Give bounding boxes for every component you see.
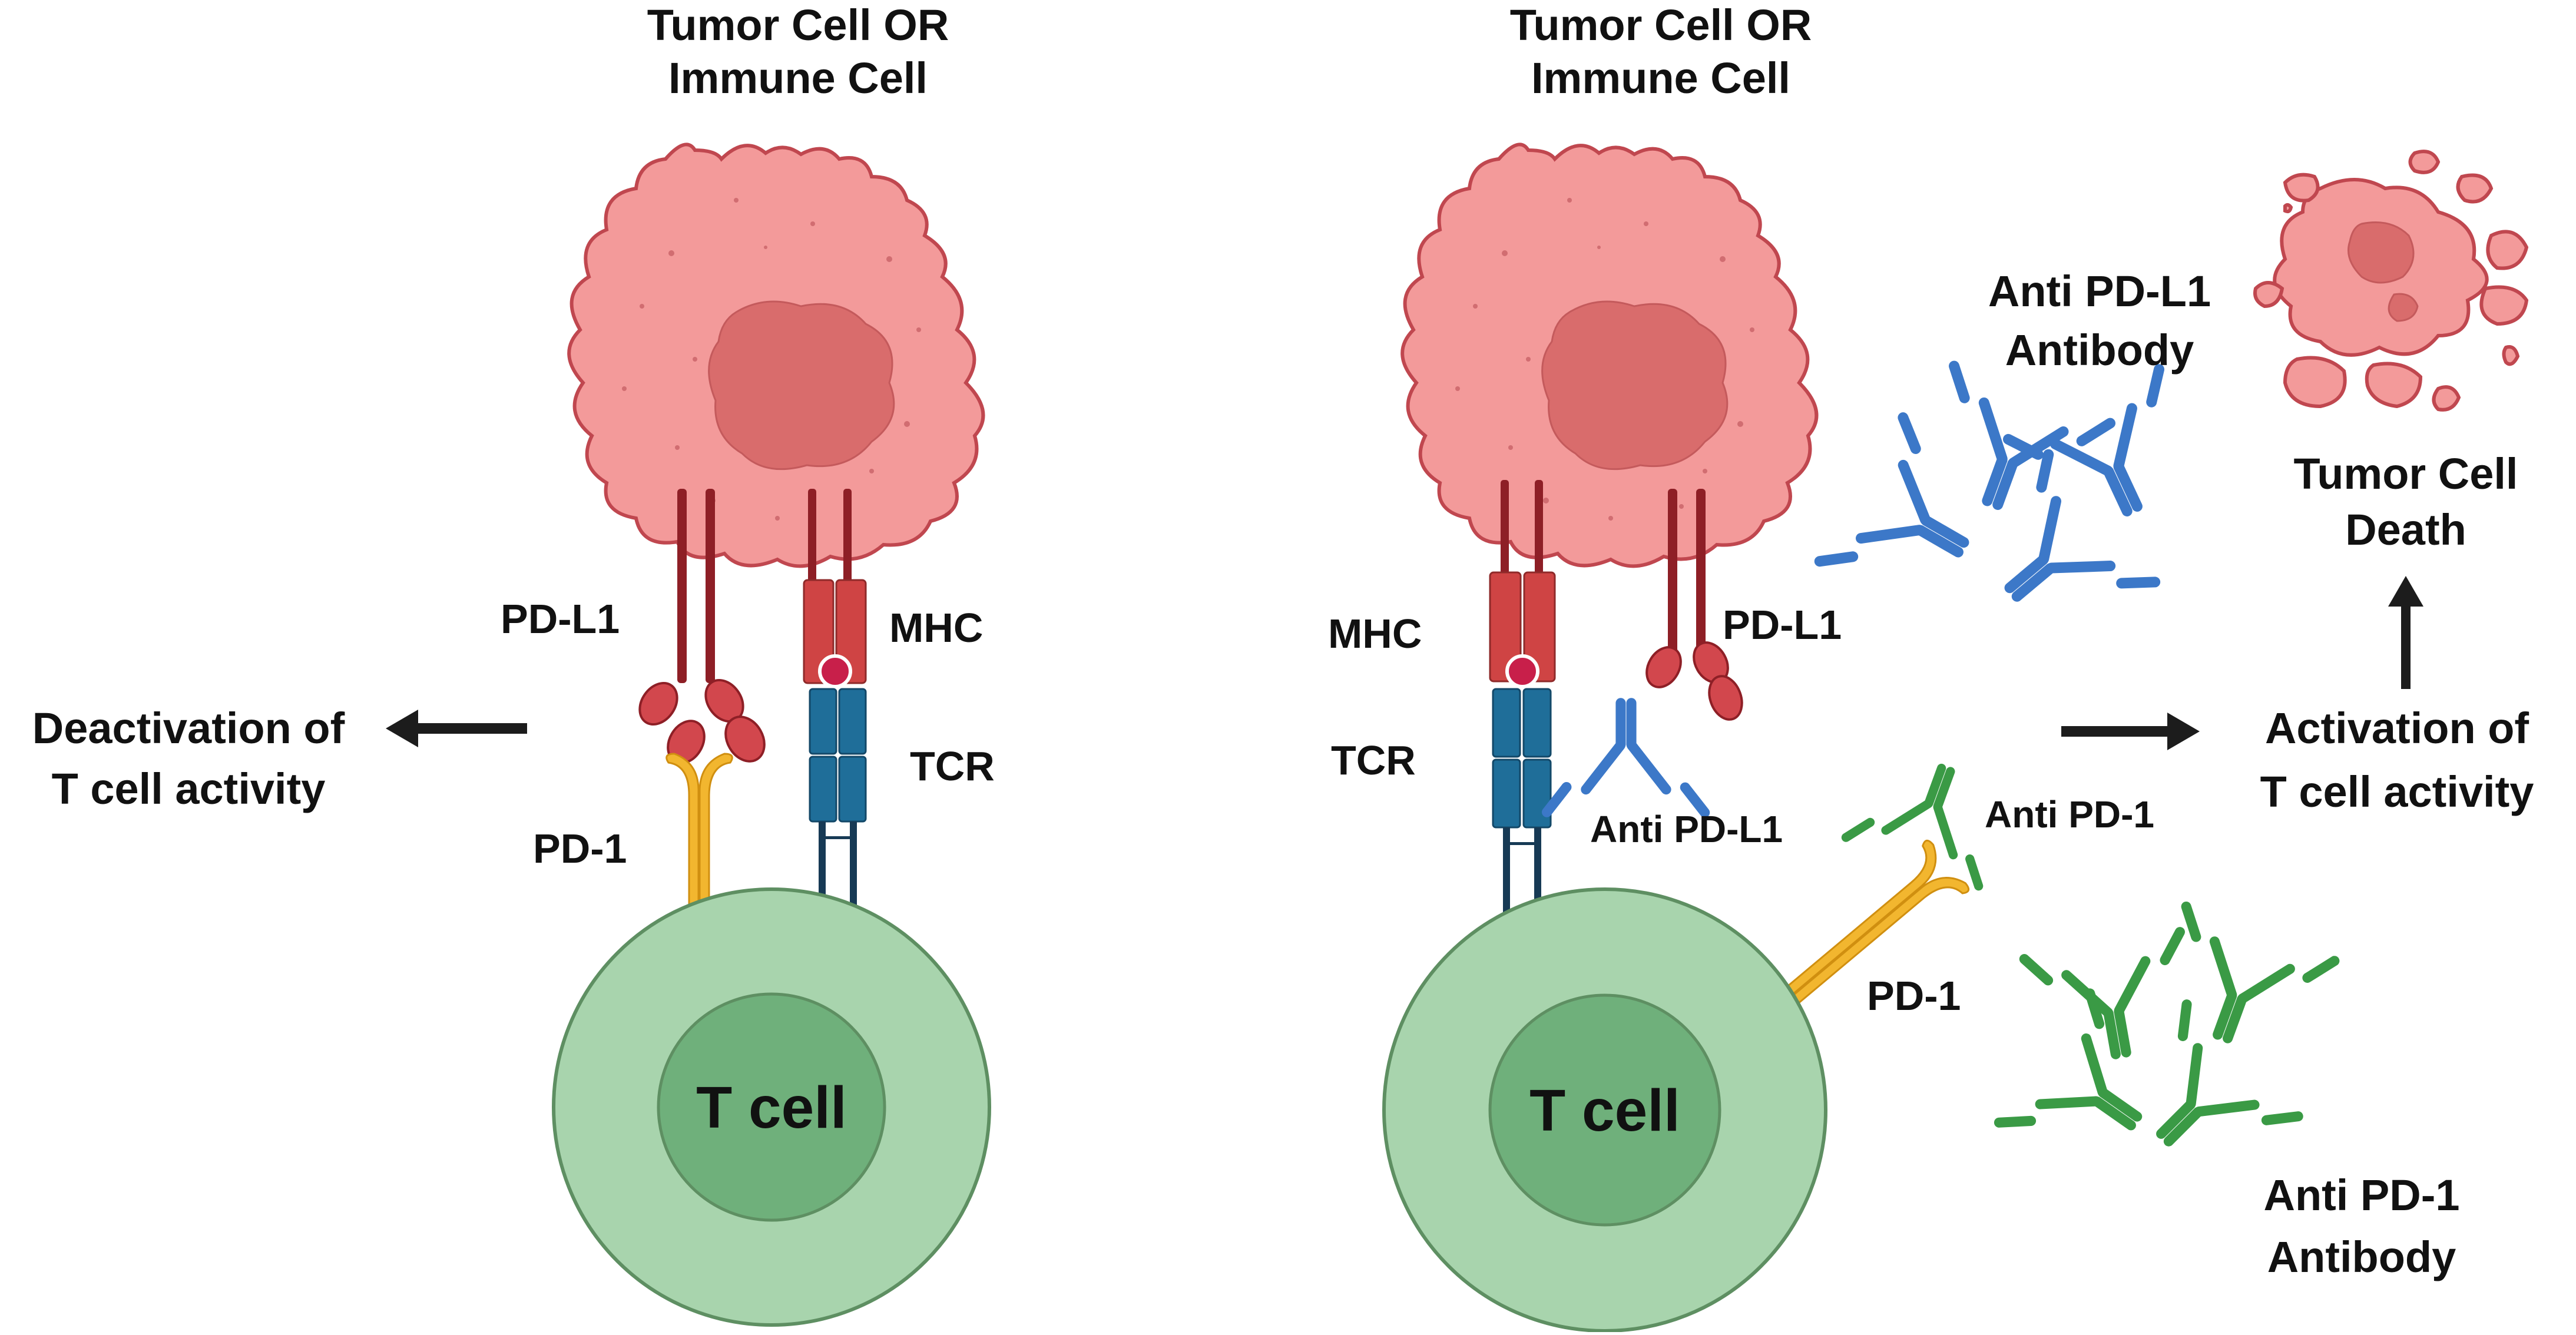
left-mhc-label: MHC bbox=[889, 605, 983, 651]
left-pd1-label: PD-1 bbox=[533, 826, 627, 872]
anti-pdl1-antibody-label-line2: Antibody bbox=[2005, 326, 2194, 375]
right-panel: Tumor Cell OR Immune Cell bbox=[1328, 1, 2534, 1333]
anti-pdl1-bound bbox=[1539, 698, 1712, 820]
left-tcell bbox=[552, 887, 991, 1327]
anti-pd1-antibody-cluster bbox=[1989, 897, 2344, 1203]
anti-pdl1-bound-label: Anti PD-L1 bbox=[1590, 808, 1783, 850]
left-top-label-line1: Tumor Cell OR bbox=[647, 1, 949, 49]
right-tumor-cell bbox=[1400, 143, 1819, 568]
left-tumor-cell bbox=[567, 143, 985, 568]
right-tcr-label: TCR bbox=[1331, 737, 1416, 783]
left-mhc-tcr bbox=[803, 489, 867, 927]
right-tcell-label: T cell bbox=[1529, 1078, 1680, 1144]
activation-label-line1: Activation of bbox=[2265, 704, 2529, 753]
right-top-label-line1: Tumor Cell OR bbox=[1510, 1, 1812, 49]
anti-pd1-antibody-label-line2: Antibody bbox=[2267, 1233, 2456, 1281]
left-tcr-label: TCR bbox=[910, 743, 995, 789]
anti-pdl1-antibody-cluster bbox=[1809, 356, 2217, 665]
right-mhc-label: MHC bbox=[1328, 611, 1422, 657]
right-pdl1-label: PD-L1 bbox=[1723, 602, 1842, 648]
left-pdl1-label: PD-L1 bbox=[501, 596, 620, 642]
right-pdl1 bbox=[1645, 489, 1743, 721]
activation-label-line2: T cell activity bbox=[2260, 767, 2534, 816]
tumor-death-arrow bbox=[2388, 576, 2423, 689]
anti-pd1-antibody-label-line1: Anti PD-1 bbox=[2264, 1171, 2460, 1220]
activation-arrow bbox=[2061, 713, 2200, 750]
deactivation-arrow bbox=[386, 710, 527, 747]
left-tcell-label: T cell bbox=[696, 1075, 847, 1141]
deactivation-label-line1: Deactivation of bbox=[32, 704, 345, 753]
tumor-death-label-line2: Death bbox=[2345, 505, 2466, 554]
right-tcell bbox=[1382, 887, 1827, 1333]
tumor-death-label-line1: Tumor Cell bbox=[2294, 449, 2518, 498]
left-top-label-line2: Immune Cell bbox=[668, 54, 928, 102]
left-panel: Tumor Cell OR Immune Cell PD-L1 bbox=[32, 1, 995, 1327]
anti-pd1-bound-label: Anti PD-1 bbox=[1985, 793, 2154, 836]
deactivation-label-line2: T cell activity bbox=[52, 764, 326, 813]
tumor-cell-death bbox=[2253, 150, 2529, 412]
right-top-label-line2: Immune Cell bbox=[1531, 54, 1790, 102]
anti-pdl1-antibody-label-line1: Anti PD-L1 bbox=[1988, 267, 2211, 316]
right-pd1-label: PD-1 bbox=[1867, 973, 1961, 1019]
